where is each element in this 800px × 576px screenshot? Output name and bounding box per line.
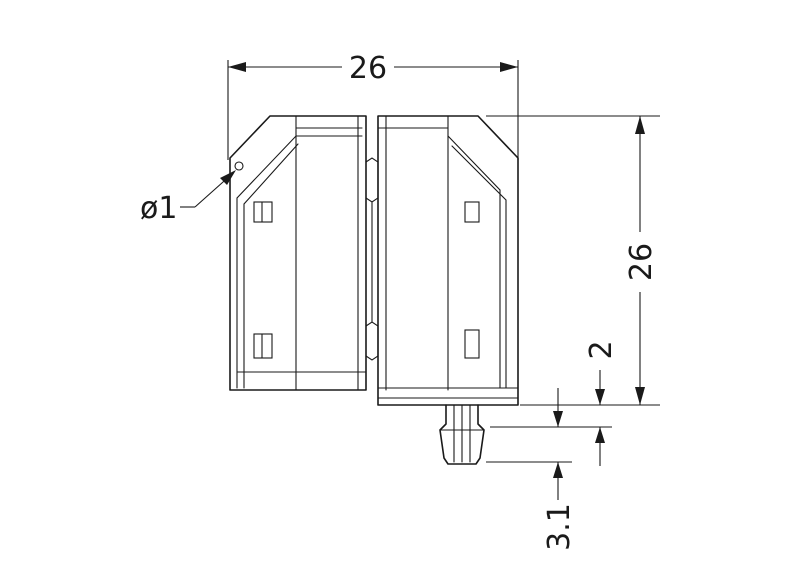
height-arrow-bottom bbox=[635, 387, 645, 405]
height-arrow-top bbox=[635, 116, 645, 134]
dimension-width: 26 bbox=[227, 51, 519, 160]
left-leaf-inner-chamfer bbox=[236, 135, 363, 389]
width-label: 26 bbox=[349, 51, 387, 86]
pin-offset-label: 2 bbox=[584, 340, 619, 359]
right-leaf-inner-chamfer bbox=[447, 135, 501, 389]
knuckle-upper bbox=[365, 157, 379, 203]
dimension-pin-length: 3.1 bbox=[486, 388, 577, 551]
pinlen-arrow-bottom bbox=[553, 462, 563, 478]
width-arrow-right bbox=[500, 62, 518, 72]
right-leaf-inner-chamfer-2 bbox=[451, 145, 507, 389]
dimension-height: 26 bbox=[486, 115, 660, 406]
dimension-pin-offset: 2 bbox=[490, 340, 619, 466]
left-leaf bbox=[229, 115, 367, 391]
left-leaf-outline bbox=[229, 115, 367, 391]
hinge-knuckle bbox=[365, 157, 379, 361]
offset-arrow-bottom bbox=[595, 427, 605, 443]
left-slot-bottom bbox=[253, 333, 273, 359]
hole-leader-arrow bbox=[220, 170, 236, 185]
pin-outline bbox=[439, 404, 485, 465]
mounting-hole bbox=[234, 161, 244, 171]
hole-diameter-label: ø1 bbox=[140, 191, 177, 226]
height-label: 26 bbox=[624, 243, 659, 281]
right-slot-bottom bbox=[464, 329, 480, 359]
width-arrow-left bbox=[228, 62, 246, 72]
offset-arrow-top bbox=[595, 389, 605, 405]
knuckle-lower bbox=[365, 321, 379, 361]
right-leaf-outline bbox=[377, 115, 519, 406]
dimension-hole: ø1 bbox=[140, 170, 236, 226]
right-leaf bbox=[377, 115, 519, 406]
left-slot-top bbox=[253, 201, 273, 223]
pin-length-label: 3.1 bbox=[542, 503, 577, 551]
pinlen-arrow-top bbox=[553, 411, 563, 427]
left-leaf-inner-chamfer-2 bbox=[243, 143, 299, 389]
right-slot-top bbox=[464, 201, 480, 223]
snap-pin bbox=[439, 404, 485, 465]
